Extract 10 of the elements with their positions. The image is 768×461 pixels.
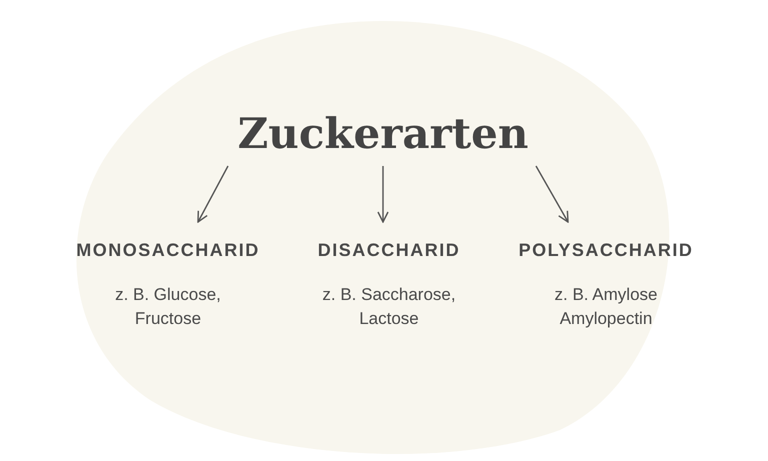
- arrow: [535, 166, 569, 223]
- category-heading: POLYSACCHARID: [518, 240, 694, 261]
- arrow: [197, 166, 229, 223]
- example-text: z. B. Amylose Amylopectin: [554, 284, 658, 330]
- example-text: z. B. Saccharose, Lactose: [321, 284, 457, 330]
- arrow: [377, 166, 389, 223]
- example-text: z. B. Glucose, Fructose: [114, 284, 222, 330]
- root-node-label: Zuckerarten: [238, 108, 528, 160]
- category-heading: DISACCHARID: [318, 240, 460, 261]
- category-heading: MONOSACCHARID: [76, 240, 260, 261]
